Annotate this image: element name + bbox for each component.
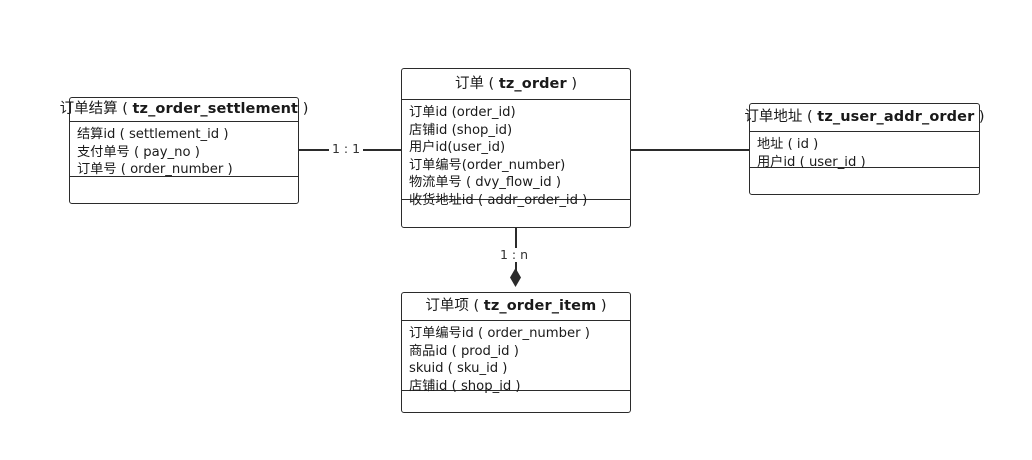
paren-close: ) [298,101,309,118]
connector-order-addr [628,149,752,151]
entity-title-latin: tz_order [498,75,567,92]
attribute-row: 用户id ( user_id ) [757,154,866,170]
entity-title-latin: tz_user_addr_order [817,109,975,126]
attribute-row: 店铺id ( shop_id ) [409,378,521,394]
entity-title-cn: 订单结算 [59,101,118,118]
entity-title-order-settlement: 订单结算 ( tz_order_settlement ) [60,98,308,122]
paren-open: ( [483,75,499,92]
attribute-row: 订单编号id ( order_number ) [409,326,590,341]
attribute-row: 订单编号(order_number) [409,157,566,173]
relationship-label-1-n: 1 : n [497,248,532,262]
entity-title-user-addr-order: 订单地址 ( tz_user_addr_order ) [744,104,985,132]
entity-order[interactable]: 订单 ( tz_order ) 订单id (order_id) 店铺id (sh… [401,68,631,228]
paren-open: ( [468,298,484,315]
paren-close: ) [974,109,985,126]
entity-attributes-user-addr-order: 地址 ( id ) 用户id ( user_id ) [750,132,979,170]
attribute-row: skuid ( sku_id ) [409,361,508,376]
attribute-row: 订单号 ( order_number ) [77,162,233,177]
entity-attributes-order: 订单id (order_id) 店铺id (shop_id) 用户id(user… [402,100,630,208]
filled-diamond-marker [510,268,521,287]
attribute-row: 物流单号 ( dvy_flow_id ) [409,175,561,190]
paren-open: ( [117,101,133,118]
attribute-row: 地址 ( id ) [757,137,819,152]
paren-close: ) [566,75,578,92]
entity-title-order-item: 订单项 ( tz_order_item ) [402,293,630,321]
entity-title-latin: tz_order_settlement [132,101,299,118]
entity-title-cn: 订单地址 [744,109,803,126]
paren-open: ( [802,109,818,126]
relationship-label-1-1: 1 : 1 [329,142,364,156]
attribute-row: 收货地址id ( addr_order_id ) [409,192,588,208]
entity-attributes-order-settlement: 结算id ( settlement_id ) 支付单号 ( pay_no ) 订… [70,122,298,177]
attribute-row: 订单id (order_id) [409,105,516,120]
entity-title-cn: 订单 [454,75,484,92]
paren-close: ) [596,298,607,315]
entity-attributes-order-item: 订单编号id ( order_number ) 商品id ( prod_id )… [402,321,630,394]
entity-title-latin: tz_order_item [483,298,597,315]
attribute-row: 店铺id (shop_id) [409,122,513,138]
entity-footer-order-settlement [70,177,298,201]
attribute-row: 商品id ( prod_id ) [409,343,519,359]
attribute-row: 用户id(user_id) [409,140,506,155]
entity-order-settlement[interactable]: 订单结算 ( tz_order_settlement ) 结算id ( sett… [60,97,308,204]
entity-order-item[interactable]: 订单项 ( tz_order_item ) 订单编号id ( order_num… [401,292,631,413]
attribute-row: 支付单号 ( pay_no ) [77,144,200,160]
entity-title-cn: 订单项 [425,298,469,315]
entity-footer-user-addr-order [750,168,979,196]
attribute-row: 结算id ( settlement_id ) [77,127,229,142]
entity-title-order: 订单 ( tz_order ) [402,69,630,100]
entity-user-addr-order[interactable]: 订单地址 ( tz_user_addr_order ) 地址 ( id ) 用户… [744,103,985,196]
